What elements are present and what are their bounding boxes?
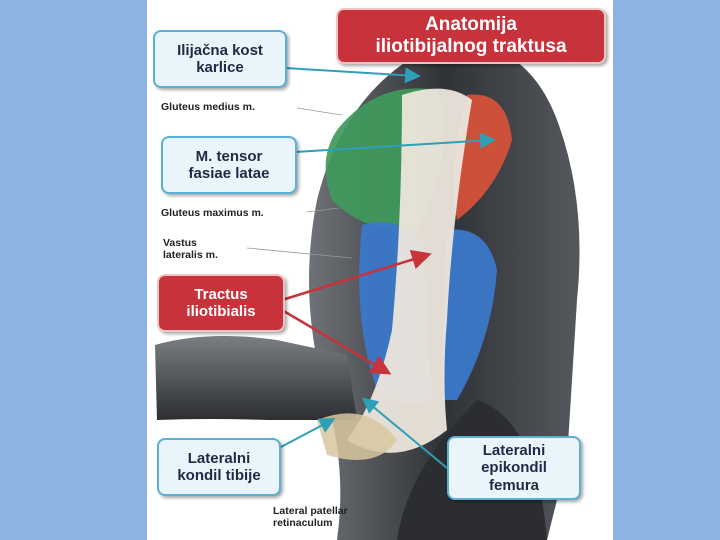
callout-kondil-tibije-line-1: Lateralni [187,449,251,467]
callout-ilijacna-line-2: karlice [196,59,244,76]
callout-tensor: M. tensor fasiae latae [161,136,297,194]
callout-epikondil: Lateralni epikondil femura [447,436,581,500]
callout-epikondil-line-1: Lateralni [482,442,546,460]
title-line-1: Anatomija [425,14,517,36]
callout-tractus-line-1: Tractus [194,285,248,303]
callout-epikondil-line-2: epikondil [481,459,547,477]
slide-panel: Anatomija iliotibijalnog traktusa Ilijač… [147,0,613,540]
knee-region [317,413,397,460]
label-gluteus-medius: Gluteus medius m. [161,101,255,113]
title-line-2: iliotibijalnog traktusa [375,36,567,57]
label-lateral-patellar: Lateral patellar retinaculum [273,505,348,530]
vastus-lateralis-muscle-right [442,229,497,400]
pointer-tractus-upper [281,249,432,302]
callout-ilijacna-line-1: Ilijačna kost [177,41,263,59]
callout-tractus-line-2: iliotibialis [186,303,256,320]
callout-tensor-line-2: fasiae latae [188,165,270,182]
pointer-ilijacna [284,67,421,84]
leader-vastus [246,247,353,259]
callout-tensor-line-1: M. tensor [195,147,263,165]
callout-ilijacna: Ilijačna kost karlice [153,30,287,88]
pointer-epikondil [361,397,448,469]
label-vastus-lateralis: Vastus lateralis m. [163,237,218,262]
title-box: Anatomija iliotibijalnog traktusa [336,8,606,64]
tensor-fasciae-latae-muscle [453,94,512,220]
callout-tractus: Tractus iliotibialis [157,274,285,332]
leader-gluteus-medius [296,107,343,116]
arm-silhouette [155,336,357,420]
leader-gluteus-maximus [306,207,340,213]
callout-kondil-tibije-line-2: kondil tibije [177,467,261,484]
callout-kondil-tibije: Lateralni kondil tibije [157,438,281,496]
anatomy-illustration [155,40,580,540]
pointer-tractus-lower [281,308,392,375]
iliotibial-tract [347,88,472,453]
pointer-kondil-tibije [278,418,336,449]
label-gluteus-maximus: Gluteus maximus m. [161,207,264,219]
pointer-tensor [294,132,496,153]
callout-epikondil-line-3: femura [488,476,540,494]
